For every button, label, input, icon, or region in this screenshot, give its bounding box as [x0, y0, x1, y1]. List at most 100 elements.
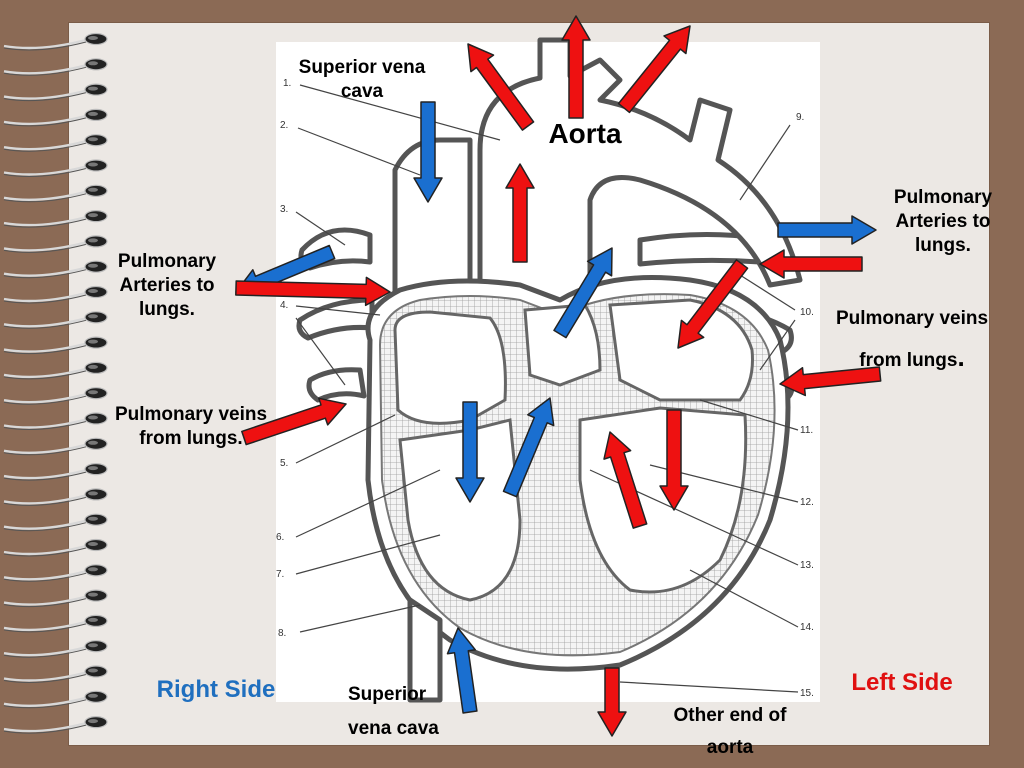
- label-line: Pulmonary: [893, 187, 993, 208]
- spiral-hole-highlight: [88, 364, 98, 369]
- spiral-coil: [3, 671, 87, 682]
- spiral-hole-highlight: [88, 592, 98, 597]
- blue-arrow-icon: [455, 401, 485, 503]
- spiral-coil-shadow: [3, 92, 87, 102]
- spiral-hole-highlight: [88, 567, 98, 572]
- diagram-number: 6.: [276, 532, 284, 543]
- red-arrow-icon: [241, 397, 347, 446]
- red-arrow-icon: [779, 366, 882, 397]
- diagram-number: 14.: [800, 622, 814, 633]
- spiral-hole-highlight: [88, 289, 98, 293]
- spiral-coil: [3, 721, 87, 733]
- label-pulmonary-veins-left: Pulmonary veins from lungs.: [82, 403, 300, 451]
- spiral-coil-shadow: [3, 699, 87, 709]
- label-line: Pulmonary: [117, 251, 217, 272]
- spiral-coil-shadow: [3, 193, 87, 203]
- spiral-coil: [3, 620, 87, 632]
- spiral-coil-shadow: [3, 724, 87, 734]
- blue-arrow-icon: [413, 101, 443, 203]
- spiral-coil: [3, 519, 87, 530]
- red-arrow-icon: [603, 431, 648, 529]
- red-arrow-icon: [759, 249, 863, 279]
- spiral-coil: [3, 494, 87, 505]
- spiral-hole-highlight: [88, 542, 98, 546]
- spiral-hole-highlight: [88, 617, 98, 622]
- spiral-coil-shadow: [3, 294, 87, 304]
- spiral-coil: [3, 165, 87, 176]
- label-left-side: Left Side: [851, 669, 953, 696]
- diagram-number: 3.: [280, 204, 288, 215]
- spiral-coil-shadow: [3, 218, 87, 228]
- spiral-coil: [3, 468, 87, 480]
- spiral-binding-icon: [3, 32, 108, 734]
- spiral-coil: [3, 544, 87, 556]
- spiral-coil-shadow: [3, 269, 87, 279]
- spiral-hole-highlight: [88, 516, 98, 521]
- label-line: lungs.: [139, 299, 195, 320]
- spiral-coil-shadow: [3, 319, 87, 329]
- diagram-number: 12.: [800, 497, 814, 508]
- spiral-coil-shadow: [3, 395, 87, 405]
- spiral-coil-shadow: [3, 168, 87, 177]
- spiral-hole-highlight: [88, 693, 98, 698]
- spiral-hole-highlight: [88, 491, 98, 496]
- diagram-number: 10.: [800, 307, 814, 318]
- spiral-coil: [3, 393, 87, 404]
- red-arrow-icon: [561, 15, 591, 119]
- spiral-coil: [3, 696, 87, 707]
- diagram-numbers: 1. 2. 3. 4. 5. 6. 7. 8. 9. 10. 11. 12. 1…: [276, 78, 814, 699]
- red-arrow-icon: [505, 163, 535, 263]
- diagram-number: 8.: [278, 628, 286, 639]
- blue-arrow-icon: [553, 247, 613, 339]
- spiral-hole-highlight: [88, 339, 98, 344]
- label-line: lungs.: [915, 235, 971, 256]
- blood-flow-arrows: [235, 15, 882, 737]
- spiral-coil-shadow: [3, 547, 87, 557]
- label-line: aorta: [706, 737, 754, 758]
- diagram-number: 9.: [796, 112, 804, 123]
- spiral-coil-shadow: [3, 446, 87, 456]
- spiral-hole-highlight: [88, 187, 98, 192]
- spiral-hole-highlight: [88, 314, 98, 319]
- spiral-coil-shadow: [3, 41, 87, 51]
- diagram-number: 2.: [280, 120, 288, 131]
- spiral-coil-shadow: [3, 370, 87, 380]
- diagram-number: 7.: [276, 569, 284, 580]
- spiral-coil-shadow: [3, 496, 87, 506]
- diagram-number: 11.: [800, 425, 813, 436]
- label-superior-vena-cava-top: Superior vena cava: [262, 56, 462, 104]
- spiral-hole-highlight: [88, 238, 98, 243]
- spiral-coil: [3, 190, 87, 201]
- label-line: vena cava: [348, 718, 439, 739]
- spiral-coil-shadow: [3, 142, 87, 152]
- label-line: Arteries to: [895, 211, 991, 232]
- spiral-coil: [3, 291, 87, 303]
- spiral-coil-shadow: [3, 243, 87, 253]
- label-pulmonary-veins-right: Pulmonary veins from lungs.: [805, 300, 1019, 380]
- spiral-hole-highlight: [88, 137, 98, 142]
- label-line: Pulmonary veins: [835, 308, 989, 329]
- spiral-coil-shadow: [3, 598, 87, 608]
- label-line: Superior vena: [298, 57, 426, 78]
- label-pulmonary-arteries-right: Pulmonary Arteries to lungs.: [868, 186, 1018, 258]
- spiral-coil: [3, 215, 87, 227]
- blue-arrow-icon: [777, 215, 877, 245]
- blue-arrow-icon: [502, 397, 555, 498]
- spiral-coil: [3, 114, 87, 126]
- red-arrow-icon: [659, 409, 689, 511]
- spiral-hole-highlight: [88, 466, 98, 471]
- spiral-coil-shadow: [3, 421, 87, 430]
- diagram-number: 1.: [283, 78, 291, 89]
- spiral-coil: [3, 595, 87, 606]
- label-line: Pulmonary veins: [114, 404, 268, 425]
- spiral-hole-highlight: [88, 440, 98, 445]
- spiral-coil: [3, 140, 87, 151]
- label-aorta: Aorta: [548, 118, 622, 149]
- spiral-coil: [3, 418, 87, 429]
- spiral-hole-highlight: [88, 719, 98, 724]
- diagram-number: 4.: [280, 300, 288, 311]
- diagram-number: 15.: [800, 688, 814, 699]
- spiral-coil-shadow: [3, 623, 87, 633]
- red-arrow-icon: [235, 276, 391, 307]
